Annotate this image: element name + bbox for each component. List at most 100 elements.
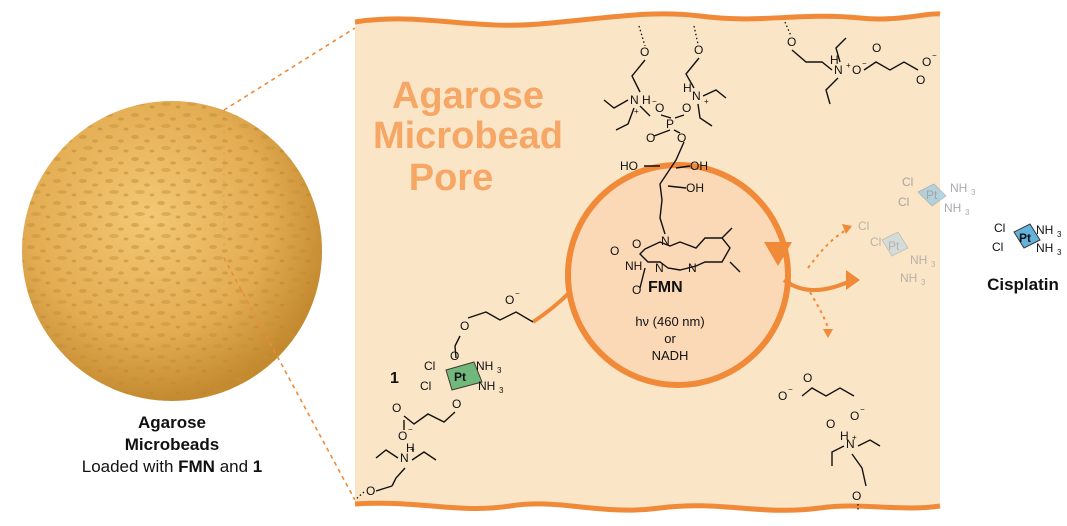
- svg-text:O: O: [640, 45, 649, 59]
- cycle-text-line1: hν (460 nm): [635, 314, 704, 329]
- svg-text:NH: NH: [1036, 241, 1053, 255]
- bead-caption-line2: Microbeads: [125, 435, 219, 454]
- svg-text:NH: NH: [944, 201, 961, 215]
- tether-bottom-right: O− O O O− NH + O: [778, 371, 881, 510]
- bead-caption-line3: Loaded with FMN and 1: [82, 457, 263, 476]
- pore-top-wall: [354, 11, 941, 28]
- svg-text:O: O: [826, 417, 835, 431]
- pt-green-octahedron: [445, 361, 483, 391]
- agarose-bead: [22, 101, 322, 401]
- svg-text:O: O: [677, 131, 686, 145]
- svg-text:OH: OH: [690, 159, 708, 173]
- svg-text:3: 3: [971, 188, 976, 197]
- svg-text:+: +: [634, 107, 639, 116]
- svg-text:NH: NH: [950, 181, 967, 195]
- svg-text:−: −: [862, 59, 867, 68]
- cycle-text-line3: NADH: [652, 348, 689, 363]
- dotted-arrow-up: [807, 229, 847, 269]
- svg-text:O: O: [505, 293, 514, 307]
- svg-text:O: O: [787, 35, 796, 49]
- svg-text:Cl: Cl: [870, 235, 881, 249]
- svg-text:N: N: [630, 93, 639, 107]
- dotted-arrow-down: [809, 291, 829, 329]
- svg-text:Cl: Cl: [424, 359, 435, 373]
- svg-text:+: +: [704, 97, 709, 106]
- svg-text:N: N: [661, 234, 670, 248]
- svg-text:−: −: [515, 289, 520, 298]
- svg-text:Pt: Pt: [454, 370, 466, 384]
- svg-text:Cl: Cl: [902, 175, 913, 189]
- svg-text:P: P: [666, 117, 674, 131]
- svg-text:H: H: [830, 53, 839, 67]
- svg-text:+: +: [410, 445, 415, 454]
- compound-1-label: 1: [390, 370, 399, 387]
- svg-text:3: 3: [499, 386, 504, 395]
- svg-text:H: H: [406, 441, 415, 455]
- zoom-guide-lines: [223, 27, 356, 501]
- svg-text:H: H: [642, 93, 651, 107]
- svg-text:O: O: [398, 429, 407, 443]
- svg-text:Cl: Cl: [420, 379, 431, 393]
- svg-text:O: O: [872, 41, 881, 55]
- svg-text:3: 3: [931, 260, 936, 269]
- bead-caption-line1: Agarose: [138, 413, 206, 432]
- svg-text:O: O: [450, 349, 459, 363]
- svg-text:Cl: Cl: [992, 240, 1003, 254]
- svg-text:Cl: Cl: [858, 219, 869, 233]
- pore-label-line1: Agarose: [392, 75, 544, 117]
- tether-bottom-left: NH + O: [354, 441, 437, 501]
- svg-text:O: O: [694, 43, 703, 57]
- catalytic-cycle: [531, 162, 860, 388]
- svg-text:+: +: [846, 61, 851, 70]
- svg-text:O: O: [682, 101, 691, 115]
- fmn-label: FMN: [648, 279, 683, 296]
- svg-text:HO: HO: [620, 159, 638, 173]
- fmn-molecule: O− O P O O HO OH OH N O O NH N N O: [610, 97, 741, 297]
- svg-text:O: O: [803, 371, 812, 385]
- cycle-arrowhead: [764, 242, 792, 266]
- pore-label-line2: Microbead: [373, 115, 563, 157]
- svg-text:O: O: [646, 131, 655, 145]
- svg-text:OH: OH: [686, 181, 704, 195]
- faded-cisplatin-1: Pt Cl Cl NH 3 NH 3: [898, 175, 976, 217]
- svg-text:N: N: [692, 89, 701, 103]
- svg-text:O: O: [655, 101, 664, 115]
- svg-text:Pt: Pt: [926, 188, 938, 202]
- cisplatin-label: Cisplatin: [987, 275, 1059, 294]
- svg-text:NH: NH: [478, 379, 495, 393]
- svg-text:+: +: [852, 433, 857, 442]
- pore-label-line3: Pore: [409, 157, 493, 199]
- tether-top-right: O NH + O− O O O−: [784, 21, 937, 105]
- svg-text:H: H: [683, 81, 692, 95]
- svg-text:N: N: [655, 261, 664, 275]
- svg-text:O: O: [610, 244, 619, 258]
- svg-text:O: O: [392, 401, 401, 415]
- svg-text:O: O: [366, 484, 375, 498]
- incoming-arrow: [531, 290, 572, 324]
- svg-text:N: N: [400, 451, 409, 465]
- svg-text:3: 3: [921, 278, 926, 287]
- cycle-text-line2: or: [664, 331, 676, 346]
- svg-text:3: 3: [497, 366, 502, 375]
- svg-text:−: −: [860, 405, 865, 414]
- svg-text:−: −: [408, 425, 413, 434]
- svg-text:O: O: [632, 237, 641, 251]
- svg-text:NH: NH: [900, 271, 917, 285]
- svg-text:NH: NH: [476, 359, 493, 373]
- svg-text:O: O: [852, 63, 861, 77]
- svg-text:3: 3: [965, 208, 970, 217]
- outgoing-arrow: [782, 278, 849, 293]
- svg-text:Pt: Pt: [888, 239, 900, 253]
- svg-text:O: O: [850, 409, 859, 423]
- svg-text:O: O: [452, 397, 461, 411]
- svg-text:O: O: [460, 319, 469, 333]
- svg-text:Cl: Cl: [898, 195, 909, 209]
- svg-text:O: O: [852, 489, 861, 503]
- svg-text:3: 3: [1057, 230, 1062, 239]
- svg-text:Pt: Pt: [1019, 231, 1031, 245]
- svg-text:−: −: [788, 385, 793, 394]
- svg-text:NH: NH: [910, 253, 927, 267]
